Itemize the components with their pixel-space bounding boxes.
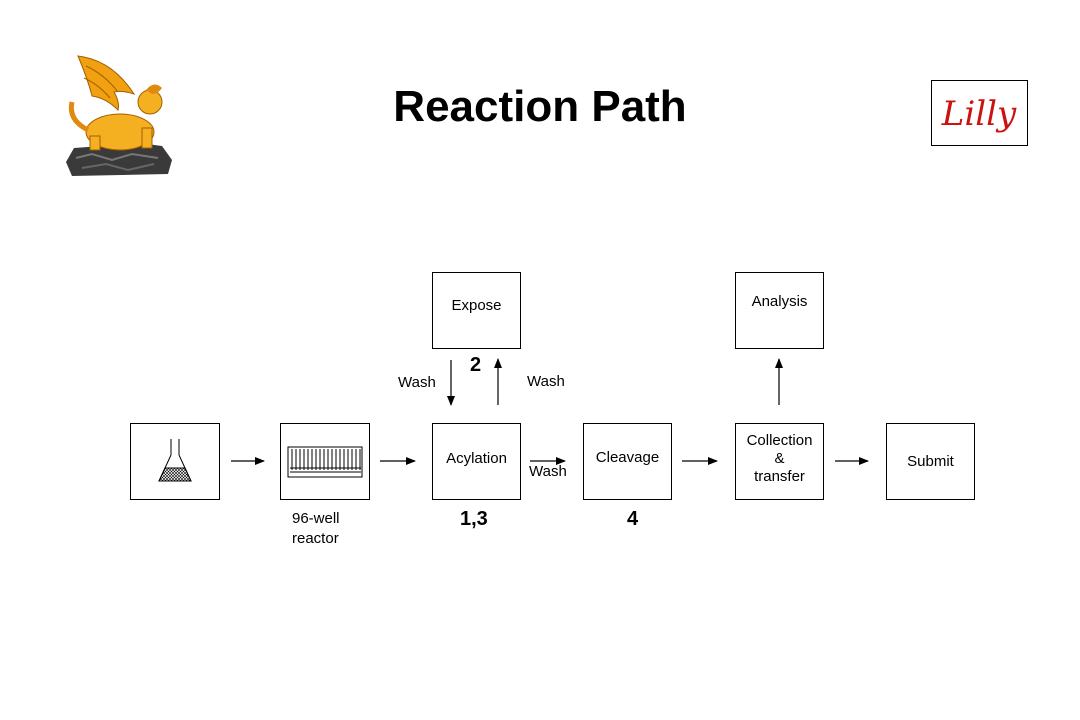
wash-label-bottom: Wash [529,463,567,480]
submit-label: Submit [907,452,954,470]
expose-label: Expose [451,297,502,314]
collection-label-line3: transfer [754,468,805,485]
reactor-caption-line1: 96-well [292,510,340,527]
reactor-box [280,423,370,500]
step-number-cleavage: 4 [627,508,639,530]
cleavage-label: Cleavage [595,449,660,466]
flask-box [130,423,220,500]
cleavage-box: Cleavage [583,423,672,500]
submit-box: Submit [886,423,975,500]
collection-label-line1: Collection [746,432,813,449]
lilly-logo: Lilly [931,80,1028,146]
page-title: Reaction Path [393,82,687,131]
collection-label-line2: & [774,450,785,467]
reactor-plate-icon [287,446,363,477]
acylation-label: Acylation [446,450,507,467]
analysis-box: Analysis [735,272,824,349]
collection-box: Collection & transfer [735,423,824,500]
step-number-expose: 2 [470,354,482,376]
flask-icon [158,438,192,481]
analysis-label: Analysis [751,293,808,310]
griffin-logo [62,50,174,178]
reactor-caption-line2: reactor [292,530,339,547]
wash-label-right: Wash [527,373,565,390]
lilly-logo-text: Lilly [941,94,1017,134]
acylation-box: Acylation [432,423,521,500]
expose-box: Expose [432,272,521,349]
step-number-acylation: 1,3 [460,508,488,530]
wash-label-left: Wash [398,374,436,391]
